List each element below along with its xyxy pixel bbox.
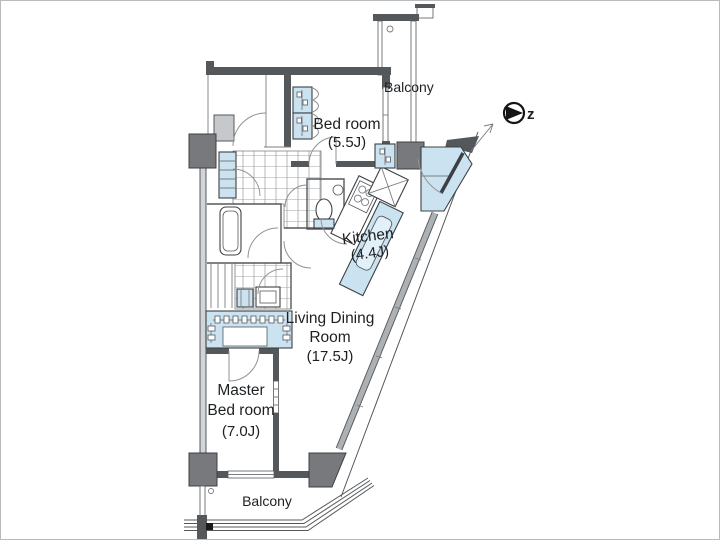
pillars [188, 114, 425, 488]
balcony-bottom [184, 477, 375, 539]
walk-in-closet [205, 310, 293, 349]
balcony-top-label: Balcony [384, 79, 434, 95]
compass-label: z [527, 106, 535, 123]
hanger-icons [207, 315, 291, 341]
bedroom-side-cabinet [374, 143, 396, 169]
bedroom-closet [292, 86, 319, 140]
living-size: (17.5J) [307, 348, 354, 365]
north-compass-icon: z [502, 101, 535, 125]
room-labels: Balcony Bed room (5.5J) Kitchen (4.4J) L… [207, 79, 433, 509]
entry-door [439, 152, 465, 194]
kitchen-size: (4.4J) [350, 243, 390, 265]
drain-icon [386, 25, 394, 33]
sink-icon [355, 215, 393, 271]
balcony-bottom-label: Balcony [242, 493, 292, 509]
entry [417, 123, 494, 212]
toilet-icon [313, 184, 344, 229]
door-arcs [228, 112, 348, 382]
laundry-icon [236, 288, 254, 308]
refrigerator-icon [367, 165, 409, 208]
hallway-tile-floor [232, 150, 322, 310]
bedroom-label: Bed room [313, 116, 380, 133]
bedroom-size: (5.5J) [328, 134, 366, 151]
kitchen-counter [330, 165, 409, 297]
bathtub-icon [219, 206, 242, 256]
marker-square [206, 523, 213, 530]
living-label-2: Room [309, 329, 350, 346]
linen-shelf [218, 151, 237, 199]
living-label-1: Living Dining [286, 310, 375, 327]
washroom-fixtures [210, 264, 281, 308]
master-label-2: Bed room [207, 402, 274, 419]
master-label-1: Master [217, 382, 264, 399]
drain-icon [208, 488, 214, 494]
entry-arrow-icon [470, 123, 494, 152]
master-size: (7.0J) [222, 423, 260, 440]
kitchen-label: Kitchen [341, 225, 394, 248]
